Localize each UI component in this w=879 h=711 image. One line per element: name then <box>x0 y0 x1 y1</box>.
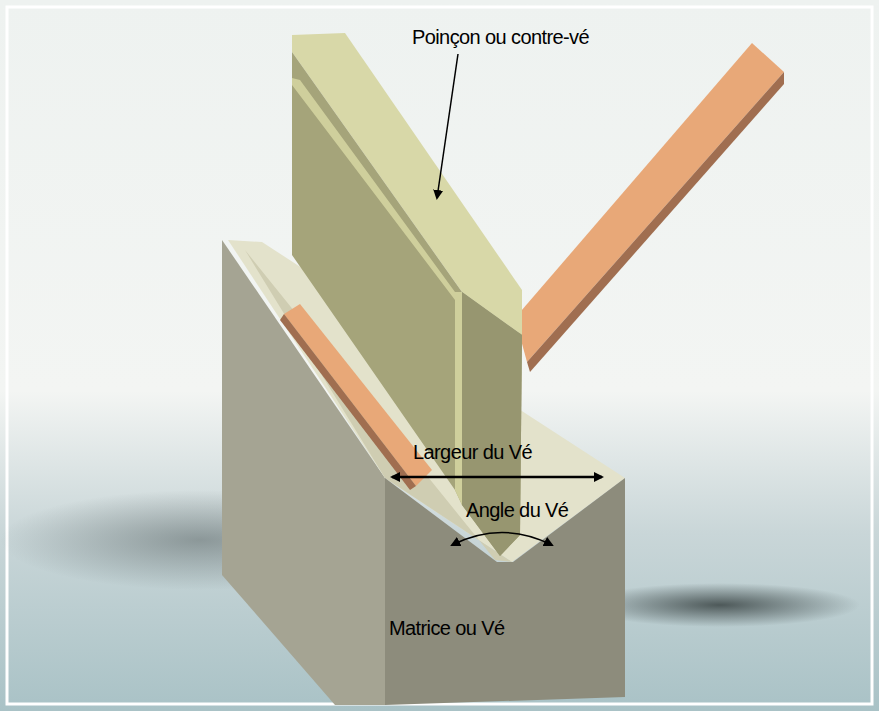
leader-line <box>437 54 458 198</box>
punch-groove <box>292 78 462 505</box>
width-dimension <box>392 476 602 479</box>
part-label: Poinçon ou contre-vé <box>412 26 589 48</box>
dimension-label: Angle du Vé <box>466 499 568 521</box>
dimension-label: Largeur du Vé <box>413 441 532 463</box>
sheet-metal-edge <box>527 72 784 372</box>
part-label: Matrice ou Vé <box>389 617 505 639</box>
frame <box>7 7 872 704</box>
punch-face <box>292 52 522 556</box>
sheet-metal <box>515 43 784 362</box>
die-front <box>385 478 625 705</box>
angle-arc <box>452 533 552 546</box>
